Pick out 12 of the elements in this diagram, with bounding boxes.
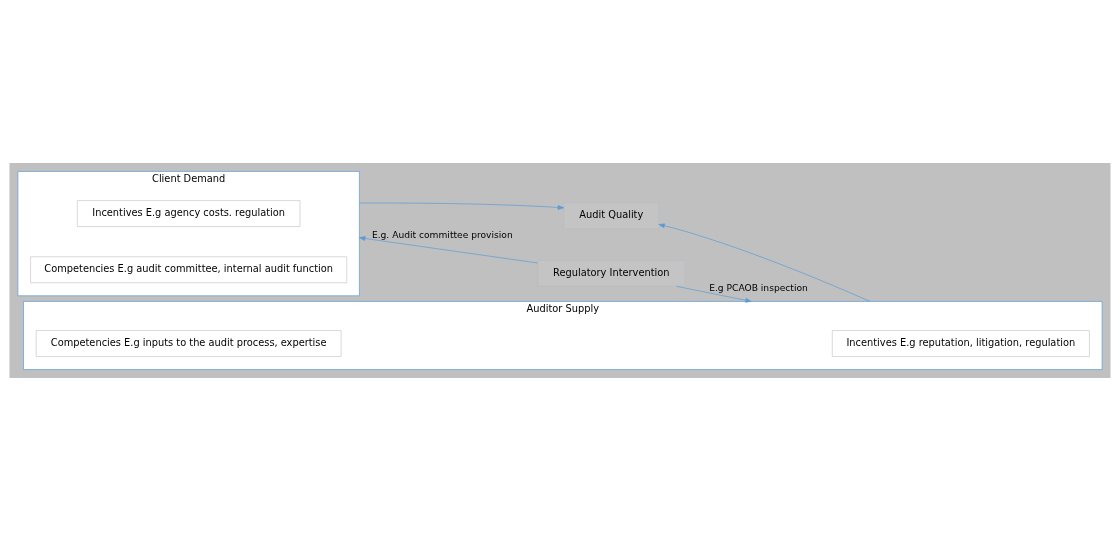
arrow [359, 202, 565, 210]
node-box: Competencies E.g inputs to the audit process, expertise [35, 330, 342, 357]
node-text: Audit Quality [579, 209, 644, 221]
arrow [658, 223, 871, 302]
arrow [359, 236, 539, 264]
node-box: Incentives E.g reputation, litigation, regulation [831, 330, 1090, 357]
edge-label: E.g. Audit committee provision [371, 229, 513, 240]
node-box: Incentives E.g agency costs. regulation [76, 200, 301, 227]
node-box: Competencies E.g audit committee, internal audit function [30, 256, 348, 284]
node-text: Regulatory Intervention [553, 266, 670, 278]
edge-label: E.g PCAOB inspection [709, 283, 808, 294]
arrow [676, 285, 752, 303]
